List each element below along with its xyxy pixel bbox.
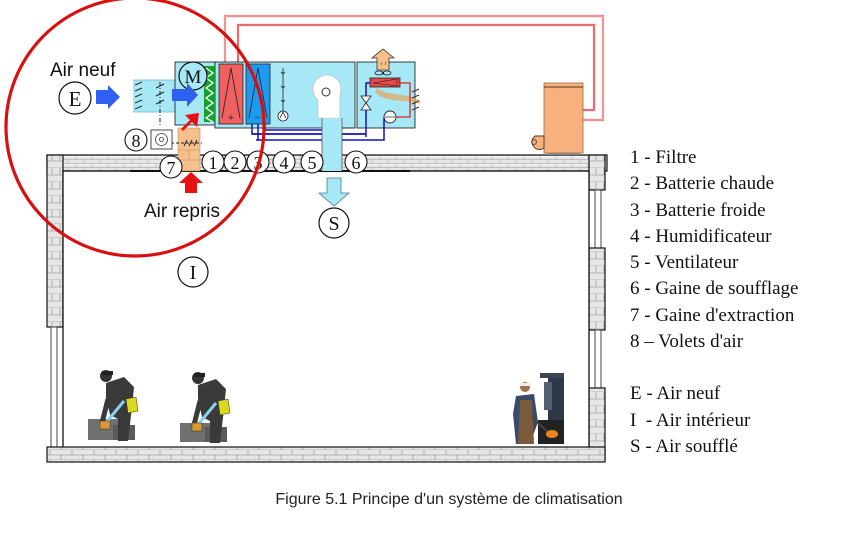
marker-5: 5 <box>300 150 324 174</box>
mixed-air-arrow-icon <box>172 83 198 107</box>
return-air-inner-arrow-icon <box>181 113 199 131</box>
filter-icon <box>204 66 215 122</box>
fan-icon <box>312 74 342 119</box>
motor-label: M <box>185 67 202 88</box>
blacksmith-icon <box>513 373 564 444</box>
left-wall-upper <box>46 154 64 328</box>
expansion-valve-icon <box>360 95 372 111</box>
exhaust-arrow-icon <box>370 48 396 71</box>
supply-duct <box>322 118 342 171</box>
svg-text:1: 1 <box>209 153 218 173</box>
marker-8: 8 <box>124 128 148 152</box>
svg-text:7: 7 <box>167 158 176 178</box>
svg-text:I: I <box>190 262 197 284</box>
svg-text:6: 6 <box>352 153 361 173</box>
burner-icon <box>531 135 545 150</box>
hot-water-pipes <box>223 14 605 122</box>
highlight-circle <box>4 0 266 258</box>
left-window <box>50 326 58 448</box>
air-handling-unit: + − <box>133 48 420 172</box>
pump-icon <box>277 110 289 122</box>
right-window-2 <box>594 329 602 389</box>
cooling-minus-label: − <box>255 110 262 124</box>
air-neuf-label: Air neuf <box>50 60 116 81</box>
return-air-arrow-icon <box>179 172 203 193</box>
component-markers: 8 7 1 2 3 4 5 6 <box>124 128 368 179</box>
marker-7: 7 <box>159 155 183 179</box>
marker-1: 1 <box>201 150 225 174</box>
boiler-body <box>543 82 584 154</box>
condenser-louver-icon <box>411 88 420 111</box>
legend-airflow-item: E - Air neuf <box>630 383 721 405</box>
legend-item: 6 - Gaine de soufflage <box>630 278 799 300</box>
right-wall-top <box>588 154 606 191</box>
right-wall-mid <box>588 247 606 331</box>
legend-item: 1 - Filtre <box>630 147 697 168</box>
marker-4: 4 <box>272 150 296 174</box>
svg-text:4: 4 <box>280 153 289 173</box>
heating-plus-label: + <box>228 110 235 124</box>
legend-airflow-item: I - Air intérieur <box>630 409 751 431</box>
legend: 1 - Filtre 2 - Batterie chaude 3 - Batte… <box>630 145 798 460</box>
airflow-labels: Air neuf E Air repris S I <box>50 60 351 288</box>
hot-air-exhaust-plume <box>375 88 420 104</box>
legend-spacer <box>630 355 798 381</box>
inlet-louver-icon <box>134 81 143 110</box>
svg-text:8: 8 <box>132 131 141 151</box>
legend-item: 3 - Batterie froide <box>630 199 766 221</box>
marker-E: E <box>58 81 92 115</box>
air-repris-label: Air repris <box>144 201 220 222</box>
supply-air-arrow-icon <box>317 177 351 207</box>
fresh-air-arrow-icon <box>96 85 120 109</box>
legend-item: 8 – Volets d'air <box>630 331 744 353</box>
right-window-1 <box>594 189 602 249</box>
figure-caption: Figure 5.1 Principe d'un système de clim… <box>275 491 623 508</box>
svg-text:S: S <box>328 213 339 235</box>
svg-text:2: 2 <box>231 153 240 173</box>
marker-6: 6 <box>344 150 368 174</box>
legend-item: 7 - Gaine d'extraction <box>630 304 795 326</box>
legend-item: 5 - Ventilateur <box>630 252 739 274</box>
boiler <box>531 82 584 155</box>
worker-icon <box>180 372 231 443</box>
legend-item: 2 - Batterie chaude <box>630 173 775 195</box>
floor <box>46 446 606 463</box>
condenser-fan-icon <box>374 70 392 76</box>
legend-item: 4 - Humidificateur <box>630 225 772 247</box>
legend-airflow-item: S - Air soufflé <box>630 435 738 457</box>
worker-icon <box>88 370 139 441</box>
marker-2: 2 <box>223 150 247 174</box>
svg-text:5: 5 <box>308 153 317 173</box>
marker-S: S <box>318 207 350 239</box>
marker-I: I <box>177 256 209 288</box>
svg-text:E: E <box>69 87 82 111</box>
